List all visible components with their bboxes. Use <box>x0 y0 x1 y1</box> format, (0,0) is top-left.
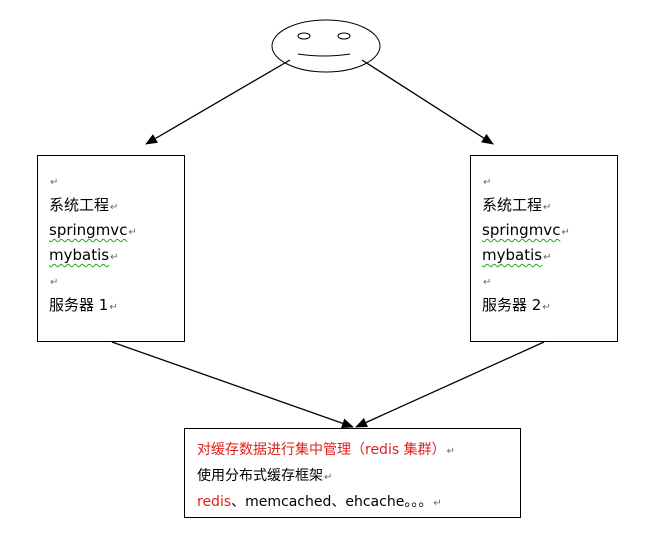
server-1-box: ↵ 系统工程↵ springmvc↵ mybatis↵ ↵ 服务器 1↵ <box>37 155 185 342</box>
paragraph-mark-icon: ↵ <box>128 227 137 238</box>
server-2-line-blank: ↵ <box>482 168 617 193</box>
cache-framework-label: 使用分布式缓存框架↵ <box>197 468 333 484</box>
server-1-line-blank: ↵ <box>49 168 184 193</box>
server-2-mybatis-label: mybatis↵ <box>482 246 552 264</box>
paragraph-mark-icon: ↵ <box>50 277 59 288</box>
paragraph-mark-icon: ↵ <box>109 302 118 313</box>
server-2-title: 服务器 2↵ <box>482 296 551 314</box>
arrow-user-to-server-2 <box>361 59 494 145</box>
paragraph-mark-icon: ↵ <box>561 227 570 238</box>
paragraph-mark-icon: ↵ <box>543 252 552 263</box>
server-2-box: ↵ 系统工程↵ springmvc↵ mybatis↵ ↵ 服务器 2↵ <box>470 155 618 342</box>
server-2-line-blank-2: ↵ <box>482 268 617 293</box>
paragraph-mark-icon: ↵ <box>542 302 551 313</box>
server-1-springmvc-label: springmvc↵ <box>49 221 137 239</box>
paragraph-mark-icon: ↵ <box>483 177 492 188</box>
server-1-title: 服务器 1↵ <box>49 296 118 314</box>
paragraph-mark-icon: ↵ <box>110 202 119 213</box>
paragraph-mark-icon: ↵ <box>543 202 552 213</box>
paragraph-mark-icon: ↵ <box>324 472 333 483</box>
server-2-springmvc-label: springmvc↵ <box>482 221 570 239</box>
arrow-user-to-server-1 <box>145 59 291 145</box>
server-2-system-label: 系统工程↵ <box>482 196 552 214</box>
paragraph-mark-icon: ↵ <box>50 177 59 188</box>
server-1-line-blank-2: ↵ <box>49 268 184 293</box>
paragraph-mark-icon: ↵ <box>446 446 455 457</box>
server-1-system-label: 系统工程↵ <box>49 196 119 214</box>
arrow-server-1-to-cache <box>111 341 354 429</box>
cache-title: 对缓存数据进行集中管理（redis 集群）↵ <box>197 442 455 458</box>
cache-framework-list: redis、memcached、ehcache。。。↵ <box>197 494 442 510</box>
cache-box: 对缓存数据进行集中管理（redis 集群）↵ 使用分布式缓存框架↵ redis、… <box>184 428 521 518</box>
arrow-server-2-to-cache <box>355 341 545 428</box>
paragraph-mark-icon: ↵ <box>433 498 442 509</box>
server-1-mybatis-label: mybatis↵ <box>49 246 119 264</box>
paragraph-mark-icon: ↵ <box>110 252 119 263</box>
paragraph-mark-icon: ↵ <box>483 277 492 288</box>
smiley-face-icon <box>271 19 381 73</box>
